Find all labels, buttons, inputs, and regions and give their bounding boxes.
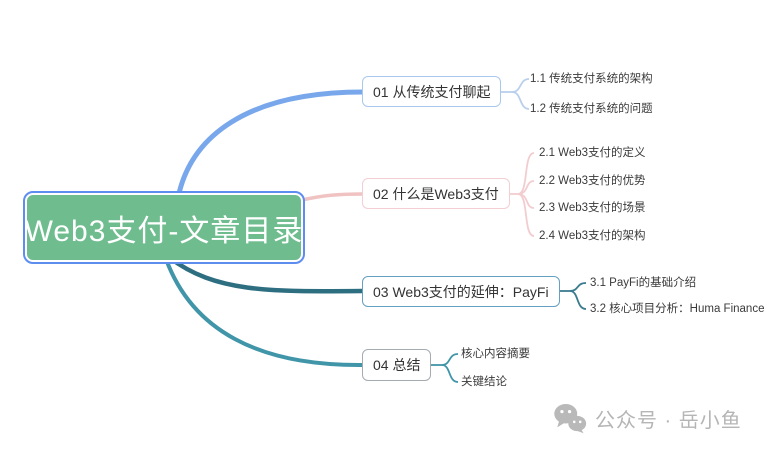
watermark-text: 公众号 · 岳小鱼 xyxy=(595,409,742,432)
branch-03-curve xyxy=(167,255,366,294)
leaf-node-3-1[interactable]: 3.1 PayFi的基础介绍 xyxy=(590,277,697,289)
leaf-node-1-2[interactable]: 1.2 传统支付系统的问题 xyxy=(530,103,653,115)
branch-node-01[interactable]: 01 从传统支付聊起 xyxy=(362,76,502,107)
branch-04-curve xyxy=(164,257,365,368)
branch-node-04-label: 04 总结 xyxy=(373,357,421,373)
leaf-node-2-1[interactable]: 2.1 Web3支付的定义 xyxy=(539,147,646,159)
branch-04-child-connectors xyxy=(428,353,459,383)
root-node[interactable]: Web3支付-文章目录 xyxy=(23,191,305,264)
leaf-node-4-1[interactable]: 核心内容摘要 xyxy=(461,348,530,360)
root-node-label: Web3支付-文章目录 xyxy=(24,214,304,248)
leaf-node-2-3[interactable]: 2.3 Web3支付的场景 xyxy=(539,202,646,214)
branch-node-02[interactable]: 02 什么是Web3支付 xyxy=(362,178,510,209)
branch-01-child-connectors xyxy=(498,78,530,110)
leaf-node-2-2[interactable]: 2.2 Web3支付的优势 xyxy=(539,175,646,187)
branch-node-02-label: 02 什么是Web3支付 xyxy=(373,185,499,202)
leaf-node-2-4[interactable]: 2.4 Web3支付的架构 xyxy=(539,230,646,242)
watermark: 公众号 · 岳小鱼 xyxy=(553,402,742,434)
leaf-node-4-2[interactable]: 关键结论 xyxy=(461,376,507,388)
branch-02-curve xyxy=(296,192,365,203)
branch-node-04[interactable]: 04 总结 xyxy=(362,349,432,381)
branch-02-child-connectors xyxy=(508,152,535,237)
branch-node-01-label: 01 从传统支付聊起 xyxy=(373,83,491,100)
wechat-icon xyxy=(554,403,587,434)
branch-01-curve xyxy=(175,89,366,201)
branch-node-03[interactable]: 03 Web3支付的延伸：PayFi xyxy=(362,276,560,307)
leaf-node-3-2[interactable]: 3.2 核心项目分析：Huma Finance xyxy=(590,303,765,315)
branch-03-child-connectors xyxy=(557,282,587,310)
leaf-node-1-1[interactable]: 1.1 传统支付系统的架构 xyxy=(530,73,653,85)
branch-node-03-label: 03 Web3支付的延伸：PayFi xyxy=(373,283,549,300)
